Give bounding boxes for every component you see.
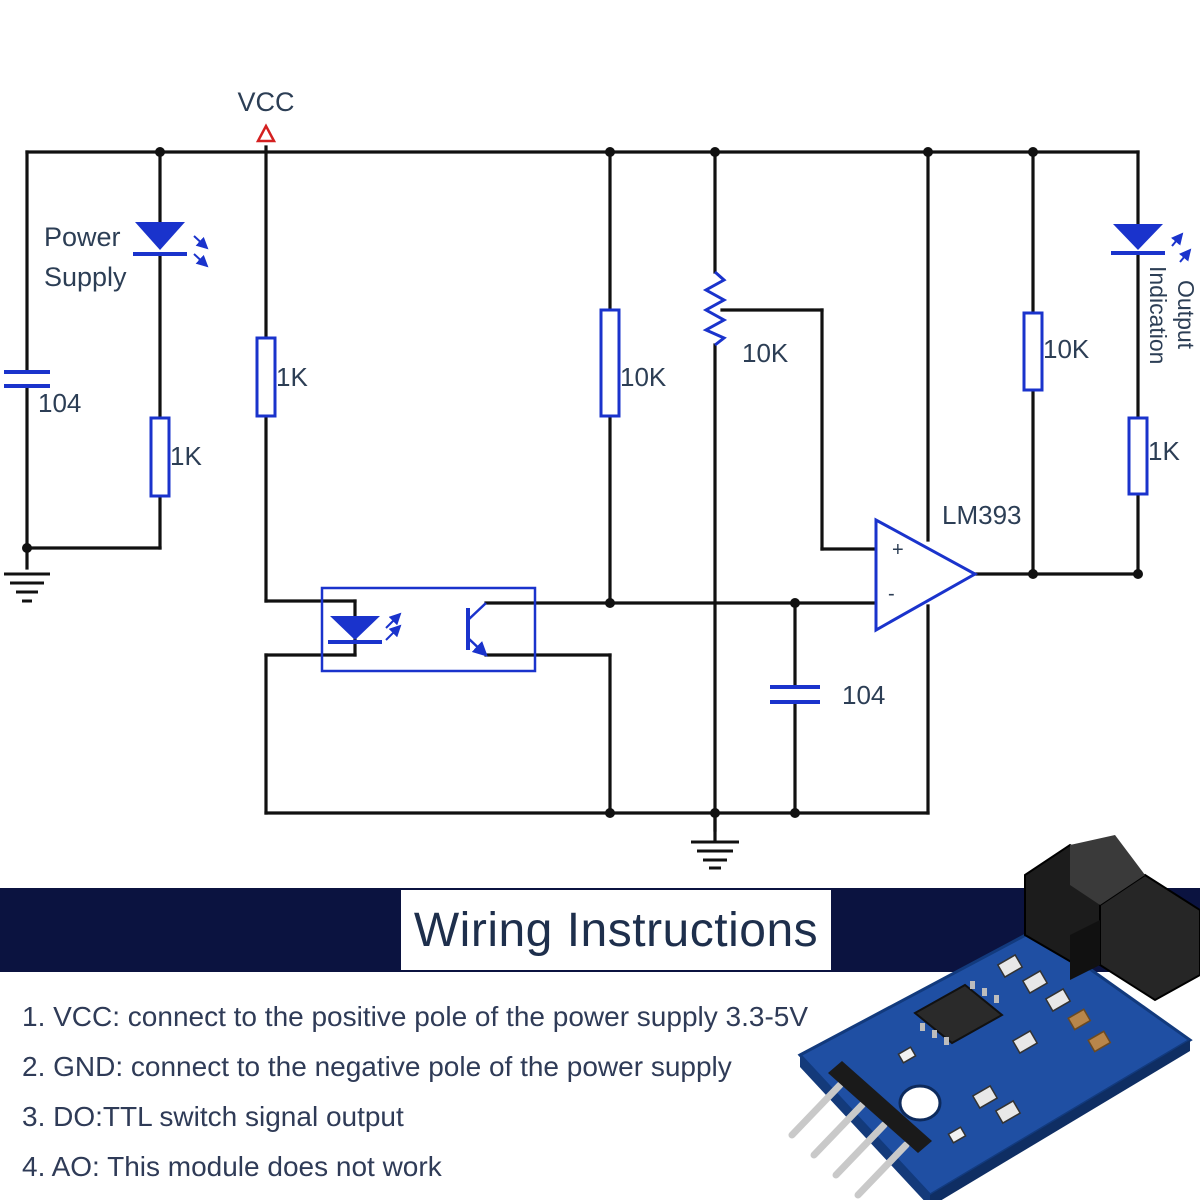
- resistor-output-pullup-label: 10K: [1043, 334, 1090, 364]
- capacitor-left-label: 104: [38, 388, 81, 418]
- capacitor-filter: [770, 685, 820, 704]
- comparator-icon: [874, 517, 979, 633]
- resistor-emitter-label: 1K: [276, 362, 308, 392]
- photo-interrupter-module-icon: [788, 835, 1200, 1200]
- resistor-led-left-label: 1K: [170, 441, 202, 471]
- resistors: [149, 308, 1149, 498]
- banner-title: Wiring Instructions: [413, 903, 819, 957]
- power-led-icon: [133, 222, 209, 268]
- power-supply-label-line2: Supply: [44, 262, 127, 292]
- comparator-minus-label: -: [888, 583, 895, 605]
- instruction-item: 4. AO: This module does not work: [22, 1151, 442, 1182]
- potentiometer-icon: [702, 270, 728, 347]
- ground-symbol-bottom: [691, 840, 739, 870]
- circuit-schematic: VCC 104 Power Supply 1K 1K 10K 10K 1K: [4, 87, 1199, 870]
- output-led-icon: [1111, 224, 1192, 263]
- wires: [25, 145, 1140, 842]
- resistor-led-right: [1127, 416, 1149, 496]
- output-indication-label-line1: Output: [1173, 280, 1199, 350]
- vcc-marker: VCC: [237, 87, 295, 143]
- power-supply-label-line1: Power: [44, 222, 121, 252]
- photo-interrupter-icon: [320, 586, 537, 673]
- resistor-output-pullup: [1022, 311, 1044, 392]
- ground-symbol-left: [4, 572, 50, 603]
- instructions-list: 1. VCC: connect to the positive pole of …: [22, 995, 808, 1195]
- instruction-item: 3. DO:TTL switch signal output: [22, 1101, 404, 1132]
- instruction-item: 1. VCC: connect to the positive pole of …: [22, 1001, 809, 1032]
- output-indication-label-line2: Indication: [1145, 266, 1171, 364]
- potentiometer-label: 10K: [742, 338, 789, 368]
- capacitor-left: [4, 370, 50, 388]
- vcc-label: VCC: [237, 87, 294, 117]
- banner-title-box: Wiring Instructions: [401, 890, 831, 970]
- capacitor-filter-label: 104: [842, 680, 885, 710]
- resistor-led-right-label: 1K: [1148, 436, 1180, 466]
- comparator-plus-label: +: [892, 539, 904, 561]
- instruction-item: 2. GND: connect to the negative pole of …: [22, 1051, 732, 1082]
- resistor-collector-pullup: [599, 308, 621, 418]
- resistor-emitter: [255, 336, 277, 418]
- ic-label: LM393: [942, 500, 1022, 530]
- junction-dots: [22, 147, 1143, 818]
- resistor-led-left: [149, 416, 171, 498]
- resistor-collector-pullup-label: 10K: [620, 362, 667, 392]
